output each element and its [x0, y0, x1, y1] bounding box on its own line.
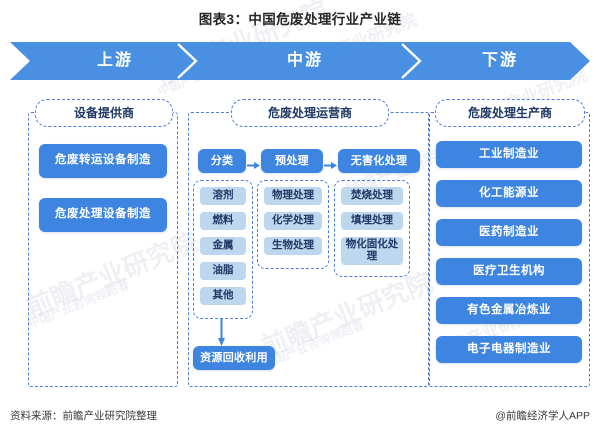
midstream-column: 危废处理运营商 分类 预处理 无害化处理 溶剂 燃料 金属 油脂 其他 [188, 99, 430, 387]
downstream-header: 危废处理生产商 [435, 99, 585, 127]
downstream-item-2[interactable]: 医药制造业 [436, 219, 582, 246]
midstream-stage-2[interactable]: 无害化处理 [338, 149, 420, 173]
classification-item-4[interactable]: 其他 [200, 287, 246, 305]
classification-group: 溶剂 燃料 金属 油脂 其他 [193, 180, 253, 319]
credit-note: @前瞻经济学人APP [495, 410, 590, 422]
harmless-treatment-group: 焚烧处理 填埋处理 物化固化处理 [334, 180, 410, 277]
stage-arrow-1 [324, 157, 337, 169]
midstream-header: 危废处理运营商 [231, 99, 389, 127]
page-title: 图表3：中国危废处理行业产业链 [198, 12, 402, 27]
upstream-column: 设备提供商 危废转运设备制造 危废处理设备制造 [28, 99, 178, 387]
downstream-item-1[interactable]: 化工能源业 [436, 180, 582, 207]
harmless-item-2[interactable]: 物化固化处理 [341, 237, 403, 265]
harmless-item-0[interactable]: 焚烧处理 [341, 187, 403, 205]
banner-label-downstream: 下游 [481, 52, 518, 69]
pretreatment-group: 物理处理 化学处理 生物处理 [257, 180, 329, 269]
downstream-item-5[interactable]: 电子电器制造业 [436, 336, 582, 363]
classification-item-3[interactable]: 油脂 [200, 262, 246, 280]
upstream-item-0[interactable]: 危废转运设备制造 [39, 144, 167, 178]
upstream-item-1[interactable]: 危废处理设备制造 [39, 198, 167, 232]
pretreatment-item-0[interactable]: 物理处理 [264, 187, 322, 205]
downstream-item-0[interactable]: 工业制造业 [436, 141, 582, 168]
source-note: 资料来源：前瞻产业研究院整理 [10, 410, 157, 422]
harmless-item-1[interactable]: 填埋处理 [341, 212, 403, 230]
classification-item-2[interactable]: 金属 [200, 237, 246, 255]
banner-label-upstream: 上游 [96, 52, 133, 69]
stage-arrow-0 [247, 157, 260, 169]
classification-item-0[interactable]: 溶剂 [200, 187, 246, 205]
banner-label-midstream: 中游 [286, 52, 323, 69]
downstream-item-3[interactable]: 医疗卫生机构 [436, 258, 582, 285]
recycling-arrow [217, 318, 226, 346]
classification-item-1[interactable]: 燃料 [200, 212, 246, 230]
pretreatment-item-1[interactable]: 化学处理 [264, 212, 322, 230]
downstream-column: 危废处理生产商 工业制造业 化工能源业 医药制造业 医疗卫生机构 有色金属冶炼业… [428, 99, 590, 387]
midstream-stage-0[interactable]: 分类 [198, 149, 246, 173]
midstream-outcome[interactable]: 资源回收利用 [193, 346, 275, 370]
pretreatment-item-2[interactable]: 生物处理 [264, 237, 322, 255]
upstream-header: 设备提供商 [35, 99, 173, 127]
downstream-item-4[interactable]: 有色金属冶炼业 [436, 297, 582, 324]
value-chain-banner: 上游 中游 下游 [10, 42, 590, 80]
midstream-stage-1[interactable]: 预处理 [261, 149, 323, 173]
